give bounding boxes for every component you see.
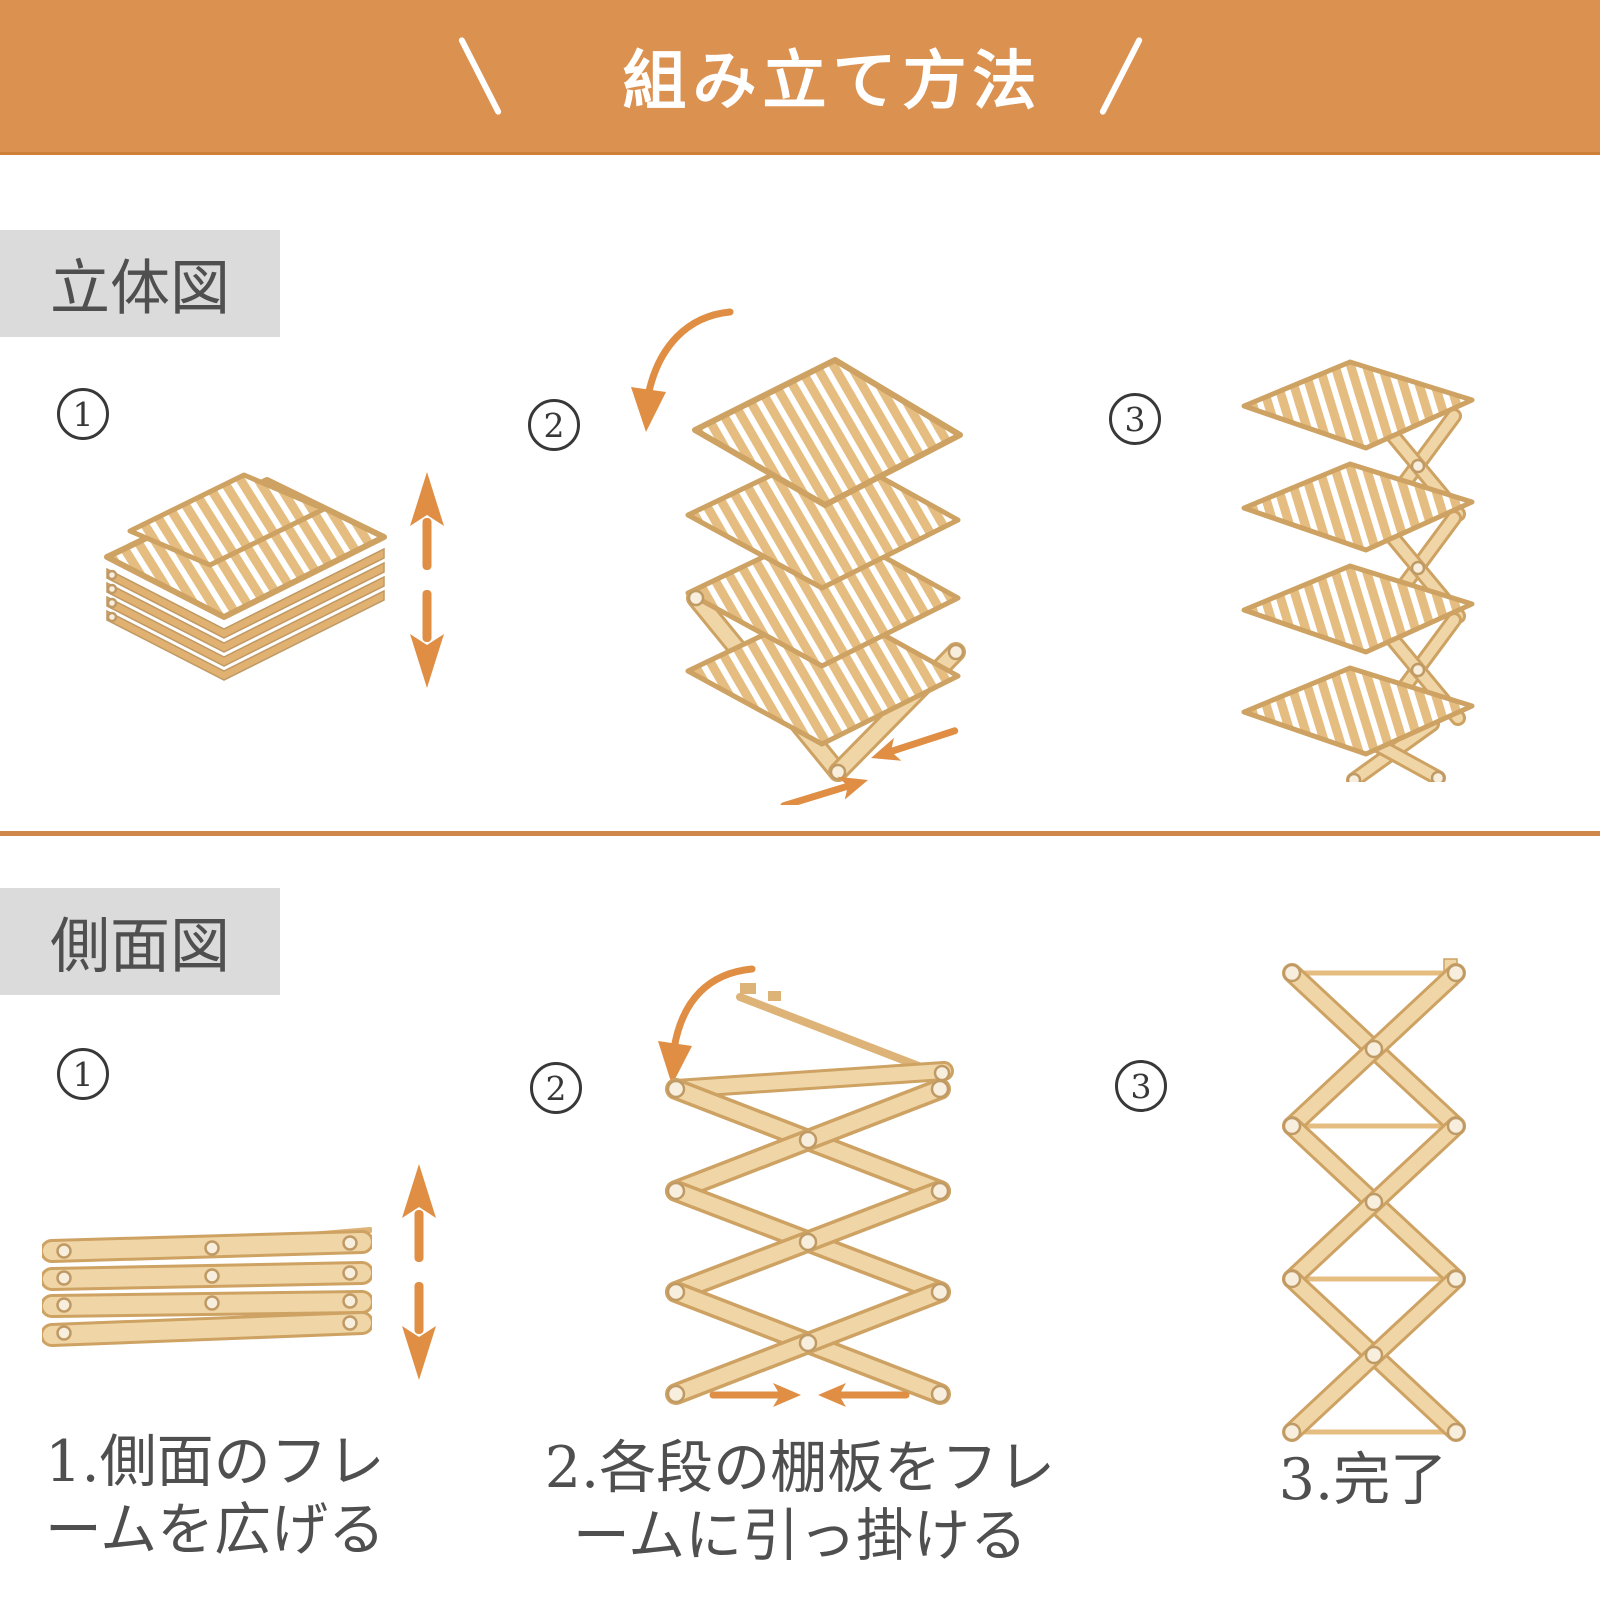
rotate-open-arrow-icon xyxy=(644,308,734,400)
caption-line: 3.完了 xyxy=(1278,1447,1448,1513)
step-number-text: 3 xyxy=(1130,1066,1152,1106)
side-step1-number: 1 xyxy=(57,1048,109,1100)
perspective-step2-number: 2 xyxy=(528,399,580,451)
half-open-rack-photo xyxy=(631,308,966,805)
side-step2-number: 2 xyxy=(530,1062,582,1114)
perspective-step1-number: 1 xyxy=(57,388,109,440)
step-number-text: 1 xyxy=(72,1054,94,1094)
assembled-rack-photo xyxy=(1241,359,1475,782)
page-title: 組み立て方法 xyxy=(622,44,1043,119)
caption-line: ームを広げる xyxy=(44,1497,386,1563)
step2-caption: 2.各段の棚板をフレ ームに引っ掛ける xyxy=(540,1434,1060,1570)
section-label-side-text: 側面図 xyxy=(50,912,230,982)
caption-line: ームに引っ掛ける xyxy=(572,1503,1028,1569)
step-number-text: 2 xyxy=(545,1068,567,1108)
caption-line: 1.側面のフレ xyxy=(45,1429,385,1495)
section-label-perspective-text: 立体図 xyxy=(50,254,230,324)
step-number-text: 3 xyxy=(1124,399,1146,439)
folded-frame-side-illustration xyxy=(42,1227,372,1347)
complete-frame-side-illustration xyxy=(1282,958,1466,1442)
rotate-down-arrow-icon xyxy=(670,965,756,1053)
open-frame-side-illustration xyxy=(658,965,954,1410)
step-number-text: 2 xyxy=(543,405,565,445)
step3-caption: 3.完了 xyxy=(1163,1446,1563,1514)
expand-vertical-arrows-icon xyxy=(402,1164,436,1380)
decorative-slash xyxy=(1098,36,1143,116)
section-divider xyxy=(0,831,1600,836)
step1-caption: 1.側面のフレ ームを広げる xyxy=(30,1428,400,1564)
caption-line: 2.各段の棚板をフレ xyxy=(544,1435,1056,1501)
side-step3-number: 3 xyxy=(1115,1060,1167,1112)
section-label-perspective: 立体図 xyxy=(0,230,280,337)
expand-vertical-arrows-icon xyxy=(410,472,444,688)
push-in-horizontal-arrows-icon xyxy=(713,1383,906,1407)
step-number-text: 1 xyxy=(72,394,94,434)
perspective-step3-number: 3 xyxy=(1109,393,1161,445)
section-label-side: 側面図 xyxy=(0,888,280,995)
folded-rack-photo xyxy=(104,472,387,681)
header-banner: 組み立て方法 xyxy=(0,0,1600,155)
decorative-backslash xyxy=(457,36,502,116)
